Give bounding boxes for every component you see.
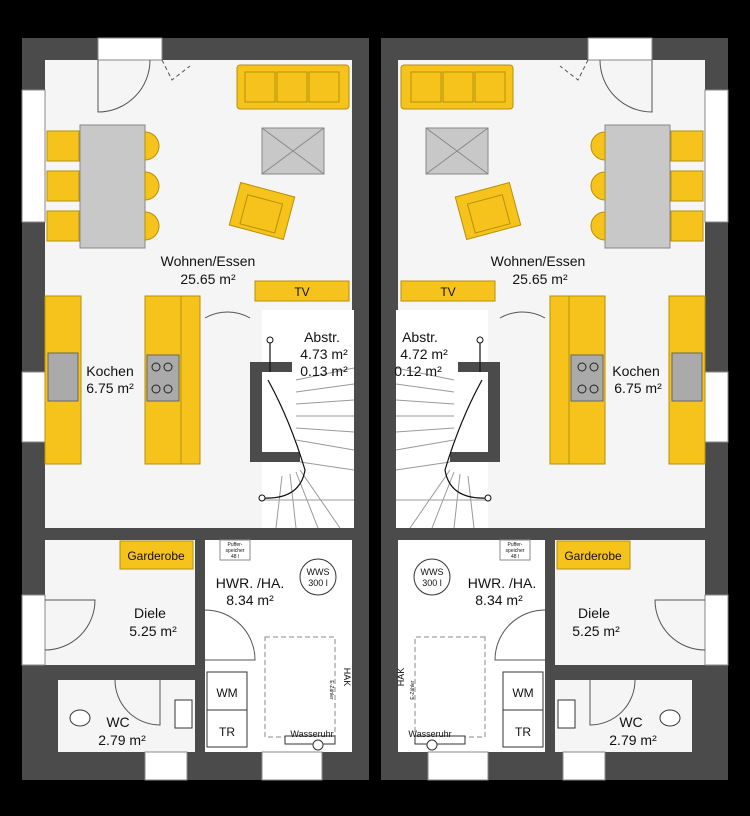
hak-label: HAK xyxy=(342,668,352,687)
room-name-wc: WC xyxy=(619,714,642,730)
room-area-abstr: 4.72 m² xyxy=(400,346,448,362)
house-right xyxy=(381,37,729,781)
wws-volume: 300 l xyxy=(422,578,442,588)
puffer-label: Puffer- xyxy=(228,542,243,548)
wm-label: WM xyxy=(216,686,237,700)
room-name-wohnen: Wohnen/Essen xyxy=(161,253,256,269)
room-name-wc: WC xyxy=(106,714,129,730)
ezaehler-label: E-Zähler xyxy=(410,680,416,700)
hak-label: HAK xyxy=(396,668,406,687)
room-name-abstr: Abstr. xyxy=(402,329,438,345)
room-area-diele: 5.25 m² xyxy=(572,623,620,639)
wws-label: WWS xyxy=(307,567,330,577)
room-name-hwr: HWR. /HA. xyxy=(468,575,536,591)
tr-label: TR xyxy=(515,725,531,739)
puffer-volume: 48 l xyxy=(511,554,519,560)
room-area-abstr-2: 0.13 m² xyxy=(300,363,348,379)
room-area-wohnen: 25.65 m² xyxy=(180,271,236,287)
wasseruhr-label: Wasseruhr xyxy=(408,729,451,739)
room-area-abstr-2: 0.12 m² xyxy=(394,363,442,379)
puffer-label-2: speicher xyxy=(226,548,245,554)
house-left xyxy=(21,37,369,781)
room-area-hwr: 8.34 m² xyxy=(226,592,274,608)
room-name-abstr: Abstr. xyxy=(304,329,340,345)
garderobe-label: Garderobe xyxy=(564,549,622,563)
room-area-kochen: 6.75 m² xyxy=(614,380,662,396)
room-name-diele: Diele xyxy=(134,605,166,621)
room-name-kochen: Kochen xyxy=(86,363,133,379)
wws-volume: 300 l xyxy=(308,578,328,588)
wm-label: WM xyxy=(512,686,533,700)
tv-label: TV xyxy=(440,285,455,299)
tr-label: TR xyxy=(219,725,235,739)
tv-label: TV xyxy=(294,285,309,299)
room-area-abstr: 4.73 m² xyxy=(300,346,348,362)
room-name-hwr: HWR. /HA. xyxy=(216,575,284,591)
ezaehler-label: E-Zähler xyxy=(328,680,334,700)
puffer-label-2: speicher xyxy=(506,548,525,554)
room-name-wohnen: Wohnen/Essen xyxy=(491,253,586,269)
room-area-wc: 2.79 m² xyxy=(98,732,146,748)
room-area-wohnen: 25.65 m² xyxy=(512,271,568,287)
garderobe-label: Garderobe xyxy=(127,549,185,563)
room-name-diele: Diele xyxy=(578,605,610,621)
labels-left: Wohnen/Essen 25.65 m² TV Abstr. 4.73 m² … xyxy=(86,253,352,748)
puffer-label: Puffer- xyxy=(508,542,523,548)
room-area-hwr: 8.34 m² xyxy=(475,592,523,608)
wws-label: WWS xyxy=(421,567,444,577)
room-area-diele: 5.25 m² xyxy=(129,623,177,639)
room-area-kochen: 6.75 m² xyxy=(86,380,134,396)
wasseruhr-label: Wasseruhr xyxy=(290,729,333,739)
room-name-kochen: Kochen xyxy=(612,363,659,379)
room-area-wc: 2.79 m² xyxy=(609,732,657,748)
puffer-volume: 48 l xyxy=(231,554,239,560)
labels-right: Wohnen/Essen 25.65 m² TV Abstr. 4.72 m² … xyxy=(394,253,662,748)
